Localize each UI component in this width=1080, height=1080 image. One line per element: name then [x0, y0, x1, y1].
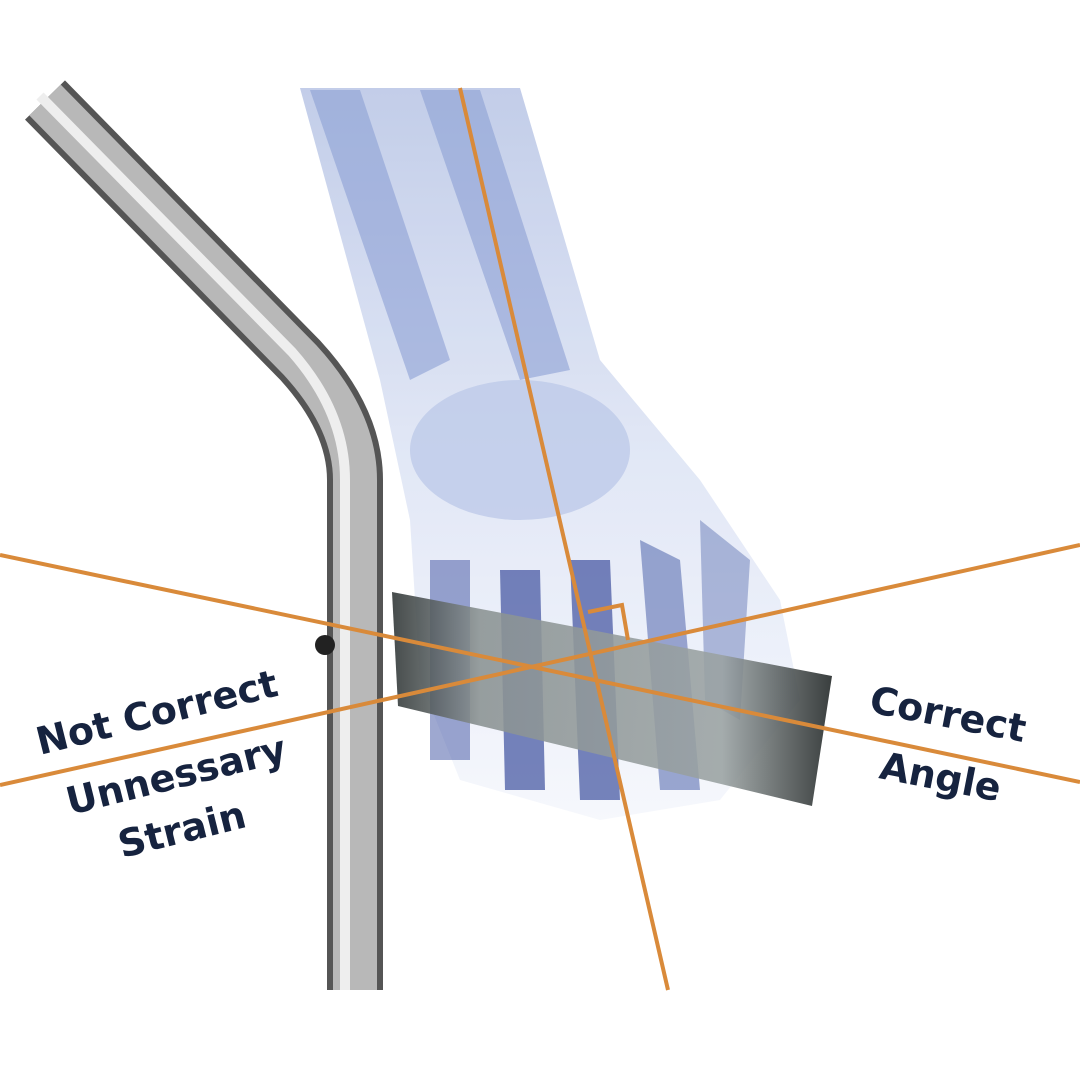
right-angle-marker [587, 602, 630, 641]
angle-label: Angle [876, 744, 1005, 811]
cane-tube [25, 80, 383, 990]
crutch-grip [392, 592, 832, 806]
cane-screw [315, 635, 335, 655]
correct-angle-line [0, 553, 1080, 784]
not-correct-line [0, 543, 1080, 787]
carpal-bones [410, 380, 630, 520]
forearm-axis-line [458, 87, 670, 991]
correct-label: Correct [866, 678, 1029, 751]
guide-lines [0, 87, 1080, 991]
radius-bone [310, 90, 450, 380]
